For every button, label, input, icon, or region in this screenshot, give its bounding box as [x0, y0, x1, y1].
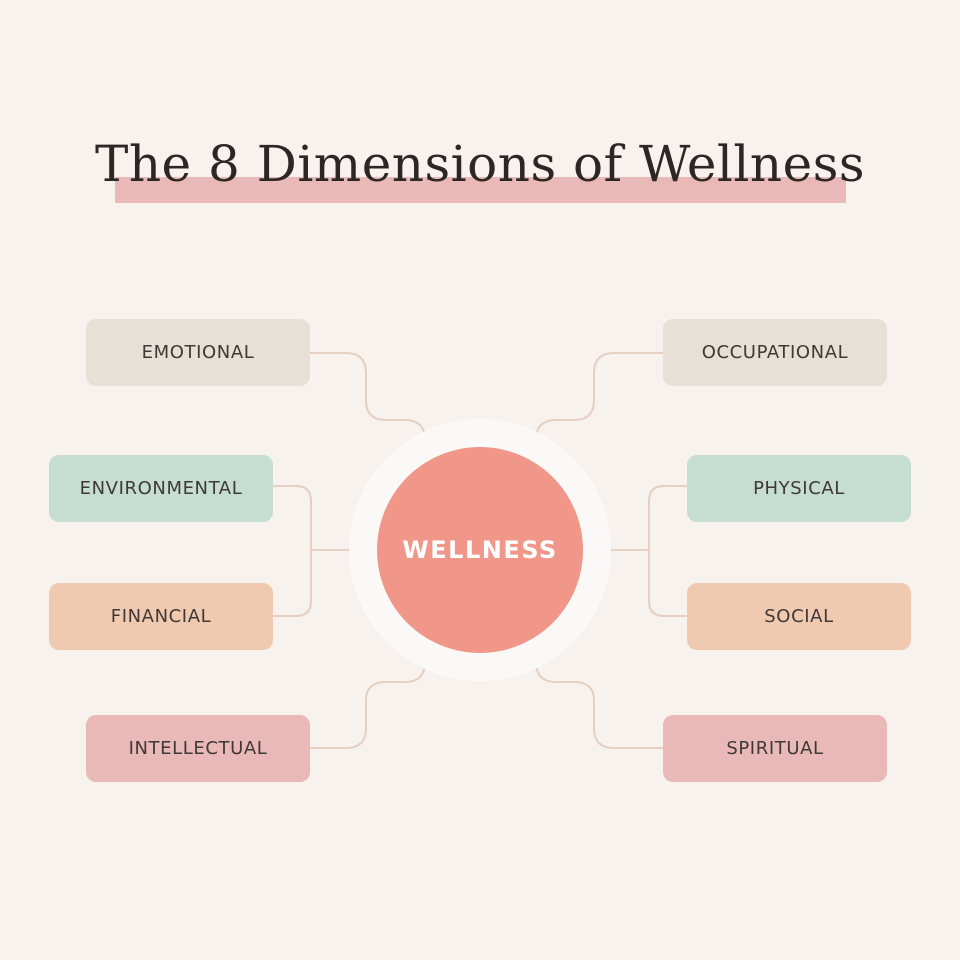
connector-intellectual — [310, 632, 426, 749]
node-occupational: OCCUPATIONAL — [663, 319, 887, 386]
title-highlight-bar — [115, 177, 846, 203]
node-spiritual: SPIRITUAL — [663, 715, 887, 782]
node-social: SOCIAL — [687, 583, 911, 650]
node-label-social: SOCIAL — [764, 606, 834, 627]
node-label-spiritual: SPIRITUAL — [726, 738, 824, 759]
node-physical: PHYSICAL — [687, 455, 911, 522]
title-block: The 8 Dimensions of Wellness — [0, 126, 960, 216]
node-emotional: EMOTIONAL — [86, 319, 310, 386]
node-label-physical: PHYSICAL — [753, 478, 845, 499]
connector-occupational — [535, 352, 663, 470]
page-title: The 8 Dimensions of Wellness — [94, 135, 866, 193]
connector-emotional — [310, 352, 426, 470]
node-financial: FINANCIAL — [49, 583, 273, 650]
node-intellectual: INTELLECTUAL — [86, 715, 310, 782]
connector-left-bracket — [272, 485, 312, 617]
connector-right-bracket — [648, 485, 687, 617]
node-label-intellectual: INTELLECTUAL — [128, 738, 268, 759]
node-environmental: ENVIRONMENTAL — [49, 455, 273, 522]
node-label-environmental: ENVIRONMENTAL — [79, 478, 243, 499]
center-label: WELLNESS — [402, 536, 558, 564]
connector-spiritual — [535, 632, 663, 749]
center-circle: WELLNESS — [377, 447, 583, 653]
node-label-emotional: EMOTIONAL — [141, 342, 255, 363]
node-label-financial: FINANCIAL — [110, 606, 212, 627]
node-label-occupational: OCCUPATIONAL — [701, 342, 849, 363]
